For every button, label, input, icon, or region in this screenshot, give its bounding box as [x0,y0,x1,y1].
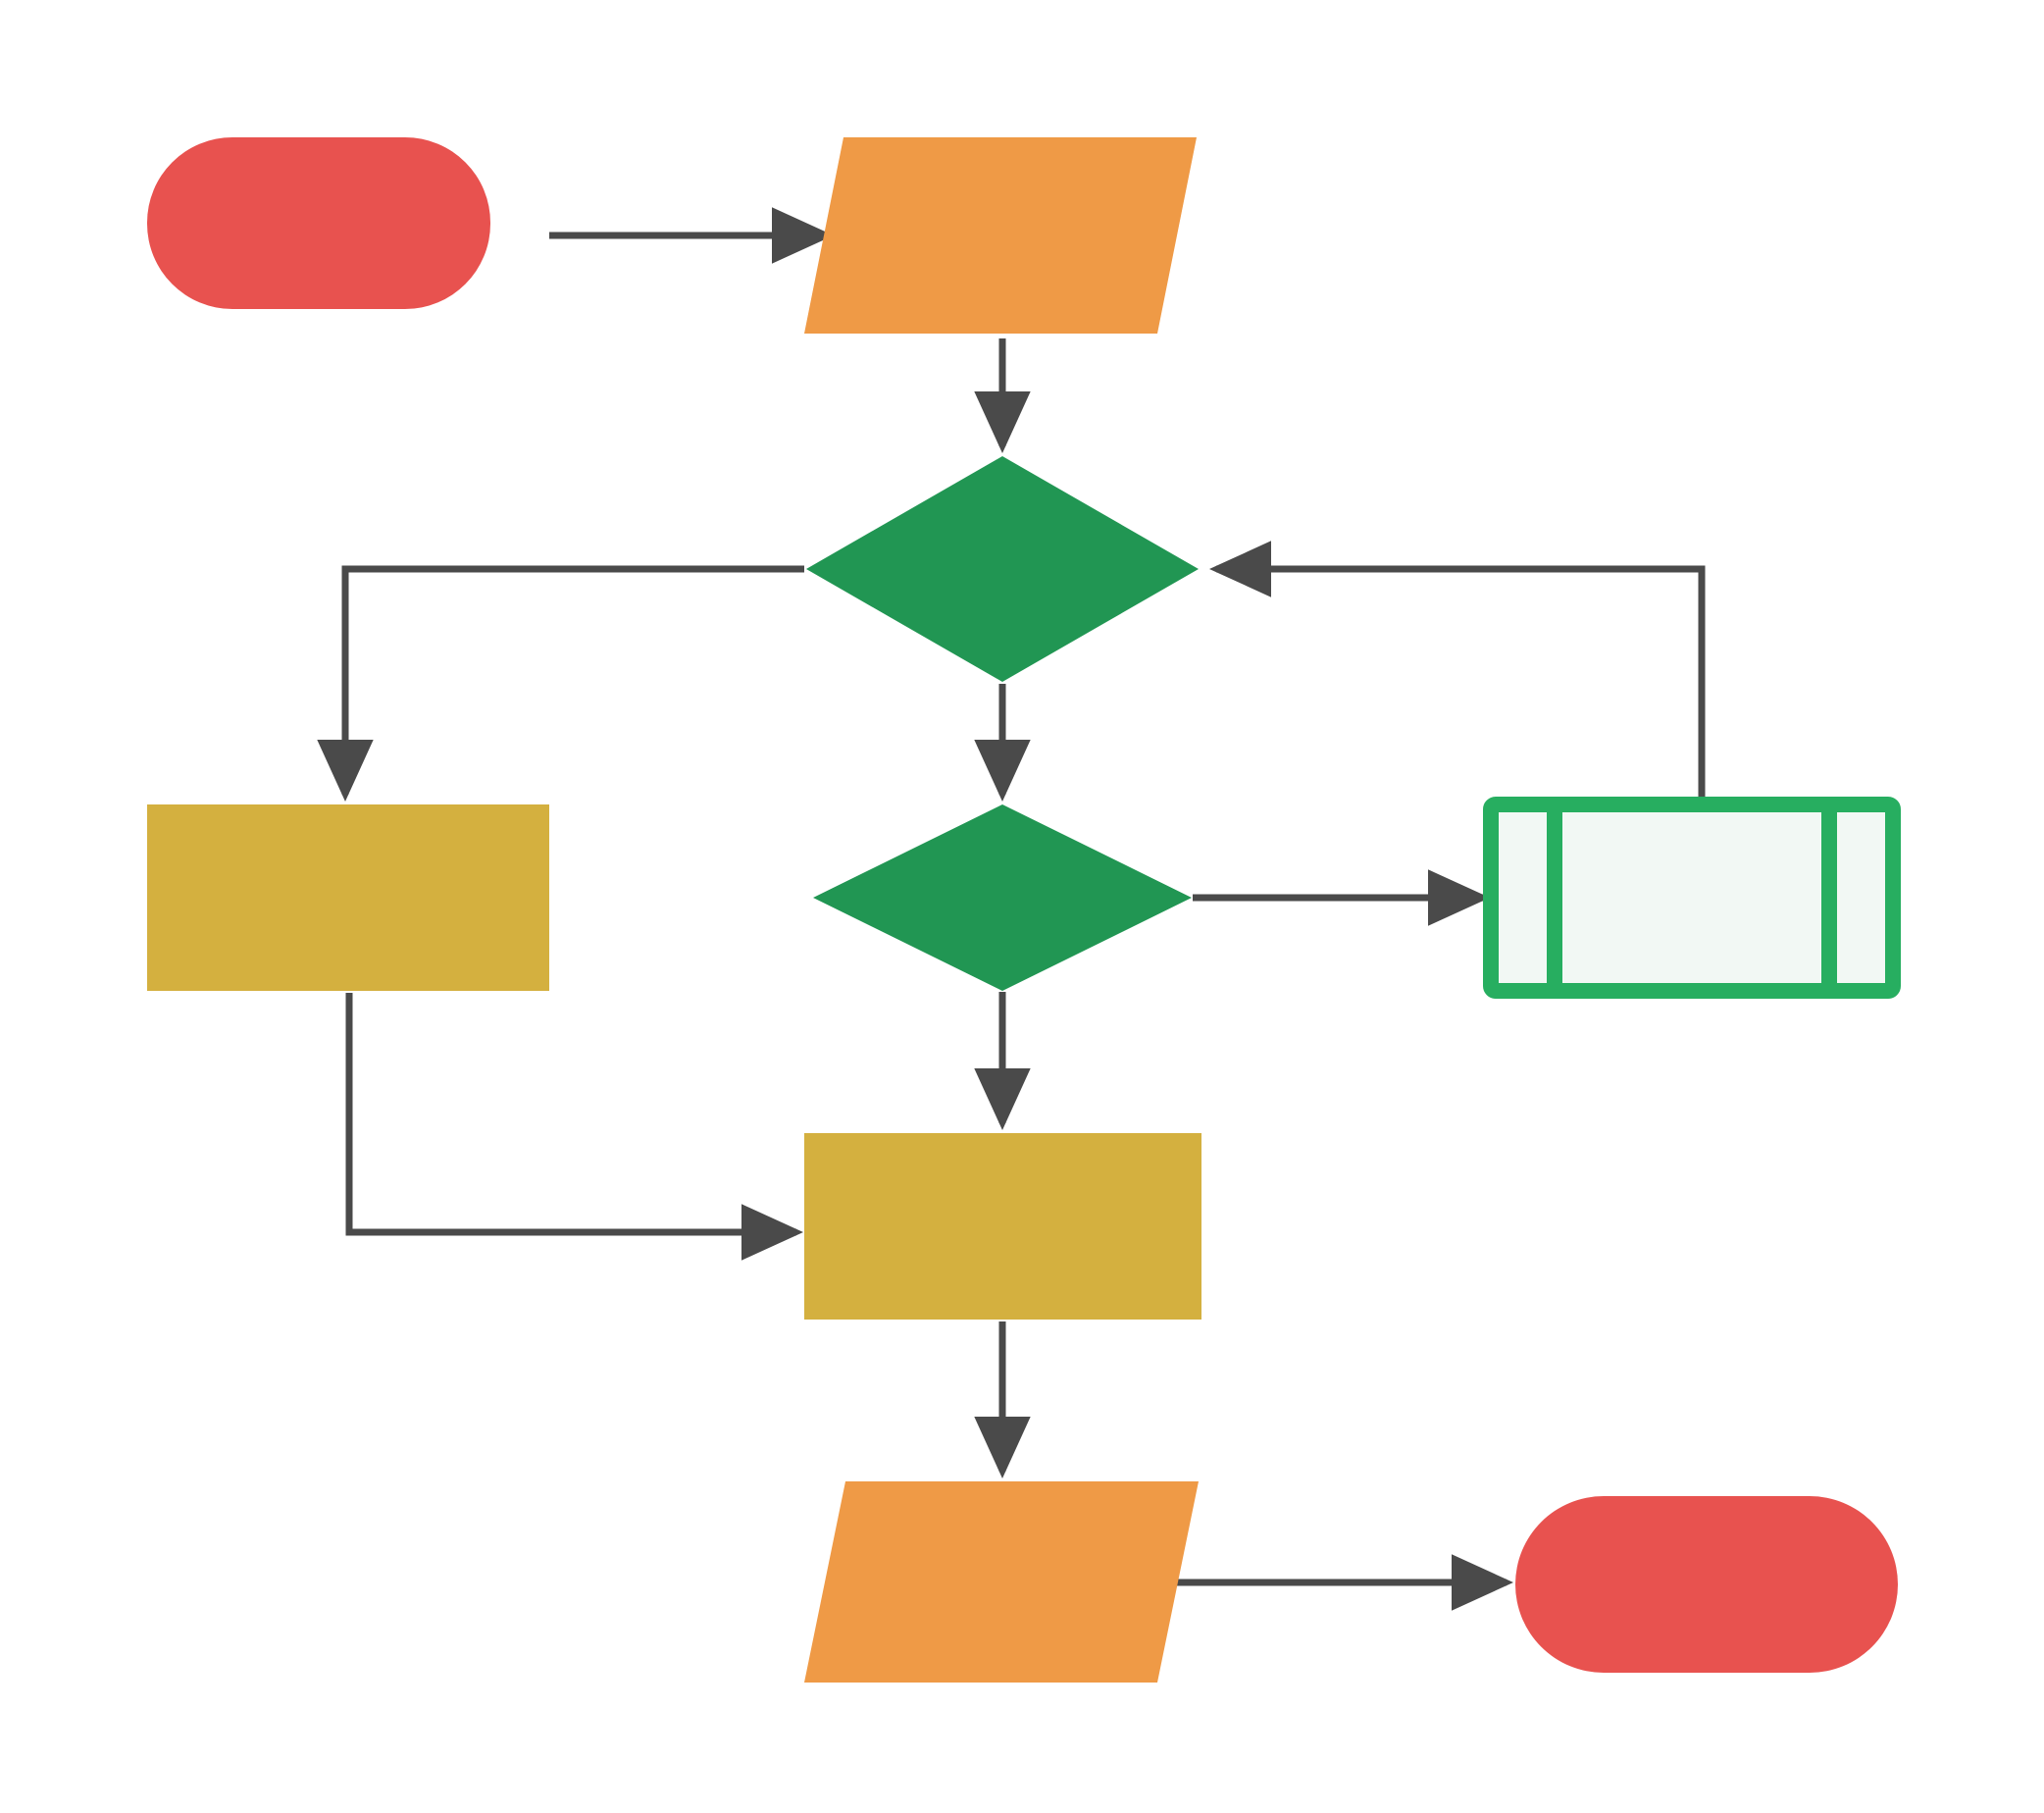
process-left-rect-shape[interactable] [147,804,549,991]
connector-process-left-to-process-center [345,993,803,1261]
node-subroutine[interactable] [1483,797,1901,999]
node-output[interactable] [804,1481,1199,1683]
node-start[interactable] [147,137,490,309]
subroutine-outer-shape[interactable] [1483,797,1901,999]
node-layer [147,137,1901,1683]
node-process-left[interactable] [147,804,549,991]
connector-layer [317,207,1706,1611]
node-end[interactable] [1515,1496,1898,1673]
process-center-rect-shape[interactable] [804,1133,1201,1320]
connector-decision-1-to-process-left [317,565,804,802]
node-decision-2[interactable] [813,804,1192,991]
decision-1-diamond-shape[interactable] [806,456,1199,682]
decision-2-diamond-shape[interactable] [813,804,1192,991]
output-parallelogram-shape[interactable] [804,1481,1199,1683]
input-parallelogram-shape[interactable] [804,137,1197,334]
end-terminator-shape[interactable] [1515,1496,1898,1673]
node-input[interactable] [804,137,1197,334]
node-process-center[interactable] [804,1133,1201,1320]
node-decision-1[interactable] [806,456,1199,682]
start-terminator-shape[interactable] [147,137,490,309]
connector-subroutine-to-decision-1 [1209,541,1706,800]
